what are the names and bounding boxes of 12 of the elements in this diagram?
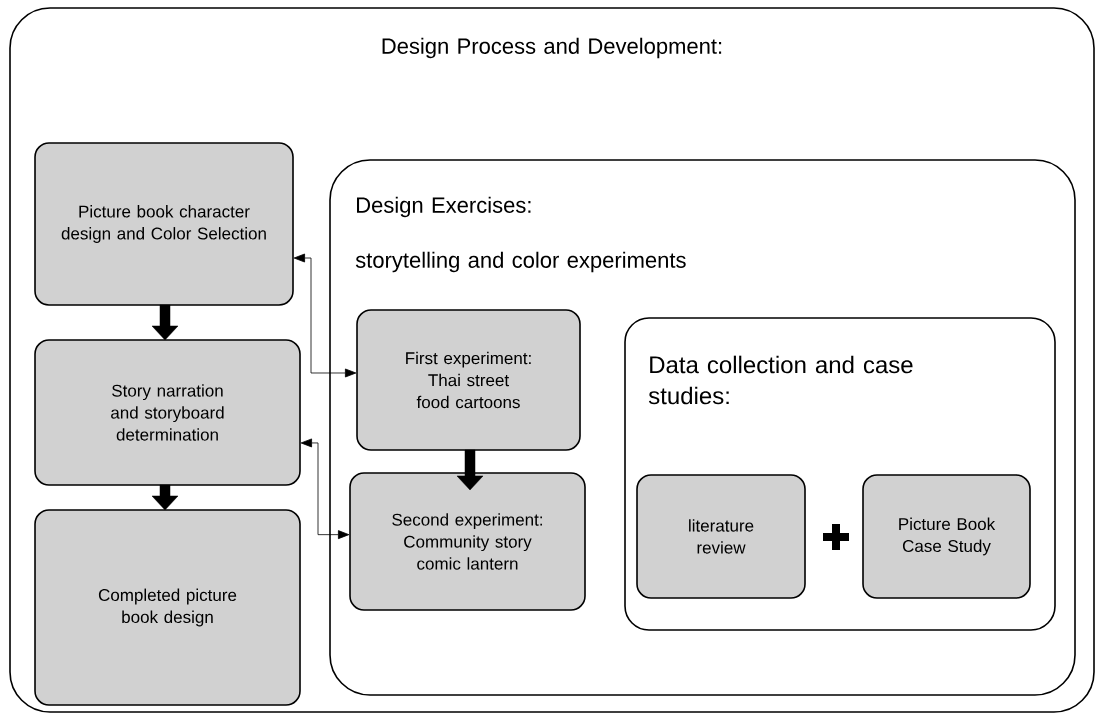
- process-box: Completed picture book design: [34, 509, 301, 706]
- process-box: Second experiment: Community story comic lantern: [349, 472, 586, 611]
- process-box: Story narration and storyboard determination: [34, 339, 301, 486]
- arrow: [300, 438, 350, 540]
- process-box: Picture Book Case Study: [862, 474, 1031, 599]
- process-box: literature review: [636, 474, 806, 599]
- block-arrow: [151, 484, 179, 511]
- block-arrow: [151, 304, 179, 341]
- process-box: Picture book character design and Color Selection: [34, 142, 294, 306]
- arrow: [293, 253, 357, 378]
- process-box: First experiment: Thai street food cartoons: [356, 309, 581, 451]
- block-arrow: [456, 449, 484, 491]
